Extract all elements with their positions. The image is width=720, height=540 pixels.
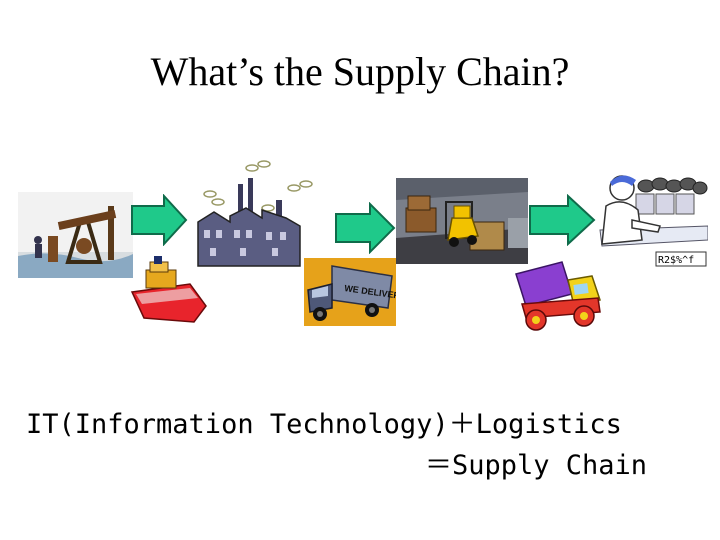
oil-pump-icon xyxy=(18,192,133,278)
slide-title: What’s the Supply Chain? xyxy=(150,49,570,94)
formula-line-2: ＝Supply Chain xyxy=(425,450,648,481)
delivery-truck-icon: WE DELIVER xyxy=(304,258,396,326)
formula-line-1: IT(Information Technology)＋Logistics xyxy=(26,409,622,440)
warehouse-forklift-icon xyxy=(396,178,528,264)
tanker-ship-icon xyxy=(128,256,210,324)
arrow-right-icon xyxy=(130,194,188,246)
arrow-right-icon xyxy=(334,202,396,254)
arrow-right-icon xyxy=(528,194,596,246)
bag-label: R2$%^f xyxy=(658,255,694,266)
factory-icon xyxy=(190,156,320,271)
cashier-icon: R2$%^f xyxy=(592,170,708,270)
toy-truck-icon xyxy=(512,260,604,332)
